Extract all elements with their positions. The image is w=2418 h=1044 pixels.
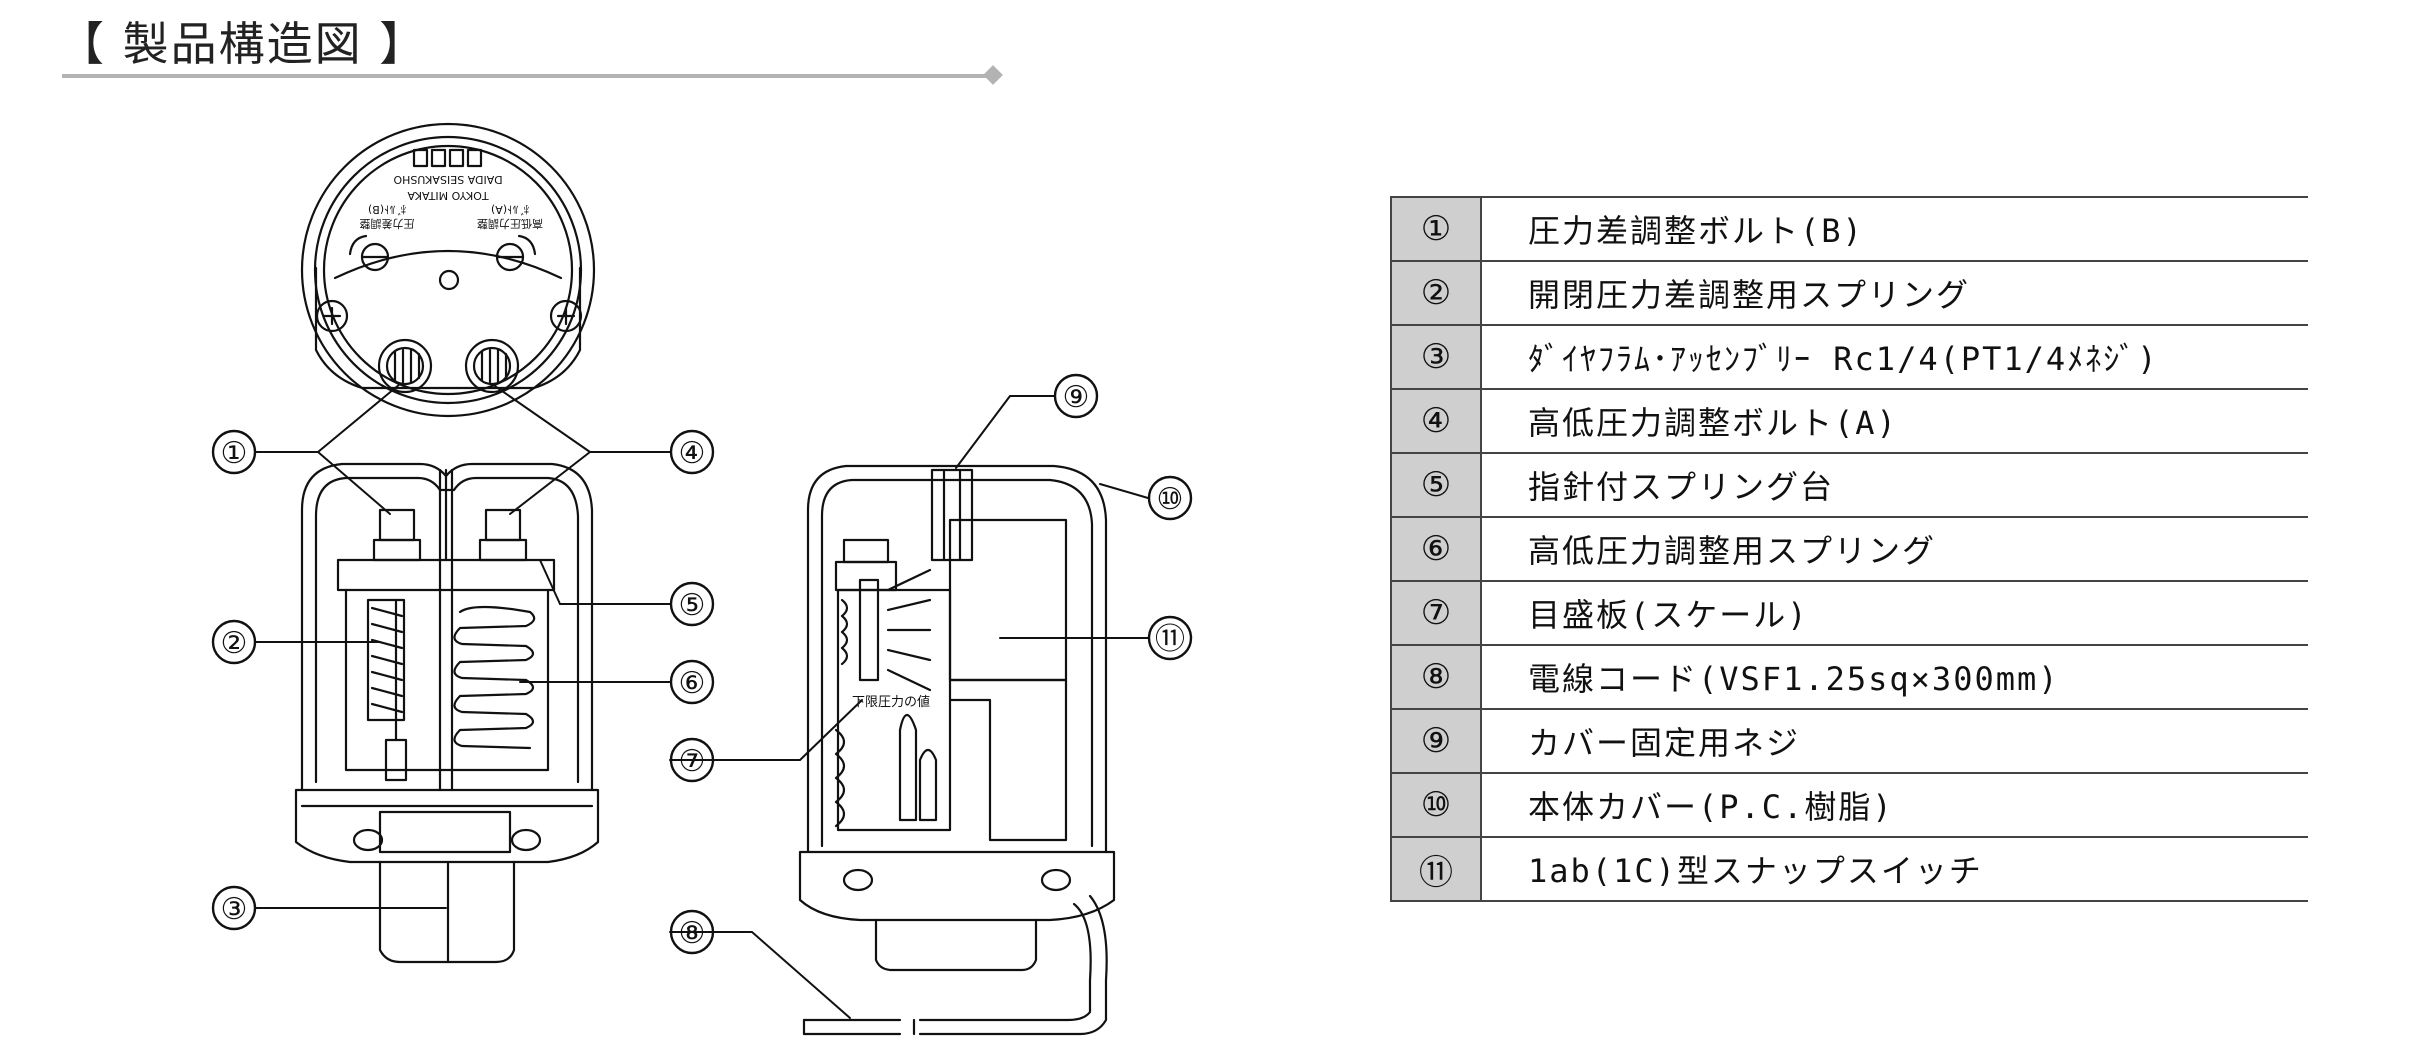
callout-8: ⑧	[669, 909, 715, 955]
callout-markers: ① ② ③ ④ ⑤ ⑥ ⑦ ⑧	[211, 373, 1193, 955]
part-number: ⑦	[1390, 580, 1482, 646]
gauge-right-sublabel: ﾎﾞﾙﾄ(A)	[491, 203, 529, 216]
part-description: 電線コード(VSF1.25sq×300mm)	[1481, 644, 2308, 710]
part-number: ⑪	[1390, 836, 1482, 902]
part-number: ⑨	[1390, 708, 1482, 774]
part-number: ③	[1390, 324, 1482, 390]
part-description: 高低圧力調整ボルト(A)	[1481, 388, 2308, 454]
callout-4: ④	[669, 429, 715, 475]
table-row: ⑧ 電線コード(VSF1.25sq×300mm)	[1390, 644, 2308, 710]
part-number: ⑥	[1390, 516, 1482, 582]
svg-text:③: ③	[221, 892, 248, 927]
svg-text:⑪: ⑪	[1155, 622, 1185, 657]
part-number: ②	[1390, 260, 1482, 326]
part-description: 高低圧力調整用スプリング	[1481, 516, 2308, 582]
gauge-right-label: 高低圧力調整	[477, 217, 543, 231]
svg-text:⑥: ⑥	[679, 666, 706, 701]
gauge-left-sublabel: ﾎﾞﾙﾄ(B)	[368, 203, 406, 216]
part-number: ⑤	[1390, 452, 1482, 518]
svg-text:⑨: ⑨	[1063, 380, 1090, 415]
svg-text:⑦: ⑦	[679, 744, 706, 779]
svg-text:②: ②	[221, 626, 248, 661]
part-description: 1ab(1C)型スナップスイッチ	[1481, 836, 2308, 902]
page-title: 【 製品構造図 】	[58, 17, 428, 71]
svg-text:①: ①	[221, 436, 248, 471]
gauge-brand-text: DAIDA SEISAKUSHO	[393, 173, 502, 186]
part-description: 本体カバー(P.C.樹脂)	[1481, 772, 2308, 838]
part-number: ⑩	[1390, 772, 1482, 838]
svg-text:⑩: ⑩	[1157, 482, 1184, 517]
part-description: 指針付スプリング台	[1481, 452, 2308, 518]
table-row: ⑦ 目盛板(スケール)	[1390, 580, 2308, 646]
parts-list-table: ① 圧力差調整ボルト(B) ② 開閉圧力差調整用スプリング ③ ﾀﾞｲﾔﾌﾗﾑ･…	[1390, 196, 2308, 902]
svg-text:④: ④	[679, 436, 706, 471]
top-view: DAIDA SEISAKUSHO TOKYO MITAKA 圧力差調整 ﾎﾞﾙﾄ…	[300, 122, 596, 418]
callout-2: ②	[211, 619, 257, 665]
part-number: ①	[1390, 196, 1482, 262]
table-row: ⑩ 本体カバー(P.C.樹脂)	[1390, 772, 2308, 838]
part-number: ⑧	[1390, 644, 1482, 710]
table-row: ② 開閉圧力差調整用スプリング	[1390, 260, 2308, 326]
title-underline	[62, 74, 998, 78]
leader-lines	[255, 383, 1149, 1019]
callout-10: ⑩	[1147, 475, 1193, 521]
part-description: ﾀﾞｲﾔﾌﾗﾑ･ｱｯｾﾝﾌﾞﾘｰ Rc1/4(PT1/4ﾒﾈｼﾞ)	[1481, 324, 2308, 390]
callout-11: ⑪	[1147, 615, 1193, 661]
table-row: ⑥ 高低圧力調整用スプリング	[1390, 516, 2308, 582]
gauge-location-text: TOKYO MITAKA	[407, 189, 490, 202]
table-row: ① 圧力差調整ボルト(B)	[1390, 196, 2308, 262]
table-row: ⑤ 指針付スプリング台	[1390, 452, 2308, 518]
callout-9: ⑨	[1053, 373, 1099, 419]
part-description: カバー固定用ネジ	[1481, 708, 2308, 774]
part-description: 目盛板(スケール)	[1481, 580, 2308, 646]
table-row: ③ ﾀﾞｲﾔﾌﾗﾑ･ｱｯｾﾝﾌﾞﾘｰ Rc1/4(PT1/4ﾒﾈｼﾞ)	[1390, 324, 2308, 390]
scale-label: 下限圧力の値	[852, 694, 930, 710]
part-number: ④	[1390, 388, 1482, 454]
side-section-view: 下限圧力の値	[798, 464, 1116, 1036]
part-description: 圧力差調整ボルト(B)	[1481, 196, 2308, 262]
table-row: ④ 高低圧力調整ボルト(A)	[1390, 388, 2308, 454]
svg-text:⑤: ⑤	[679, 588, 706, 623]
callout-7: ⑦	[669, 737, 715, 783]
product-structure-diagram: DAIDA SEISAKUSHO TOKYO MITAKA 圧力差調整 ﾎﾞﾙﾄ…	[211, 122, 1193, 1036]
callout-3: ③	[211, 885, 257, 931]
gauge-left-label: 圧力差調整	[360, 217, 415, 231]
callout-5: ⑤	[669, 581, 715, 627]
front-section-view	[294, 462, 600, 964]
callout-6: ⑥	[669, 659, 715, 705]
table-row: ⑨ カバー固定用ネジ	[1390, 708, 2308, 774]
table-row: ⑪ 1ab(1C)型スナップスイッチ	[1390, 836, 2308, 902]
part-description: 開閉圧力差調整用スプリング	[1481, 260, 2308, 326]
svg-text:⑧: ⑧	[679, 916, 706, 951]
callout-1: ①	[211, 429, 257, 475]
